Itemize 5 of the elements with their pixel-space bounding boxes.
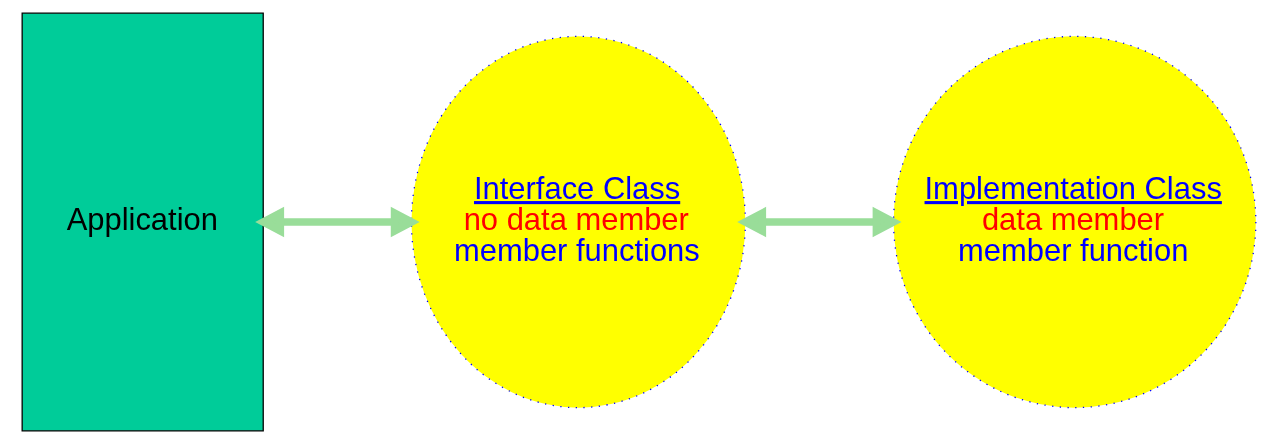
node-box: Application [21, 12, 264, 432]
node-ellipse: Interface Class no data member member functions [410, 35, 746, 409]
node-circle: Implementation Class data member member function [892, 35, 1257, 409]
arrow [737, 206, 902, 238]
arrow [255, 206, 420, 238]
